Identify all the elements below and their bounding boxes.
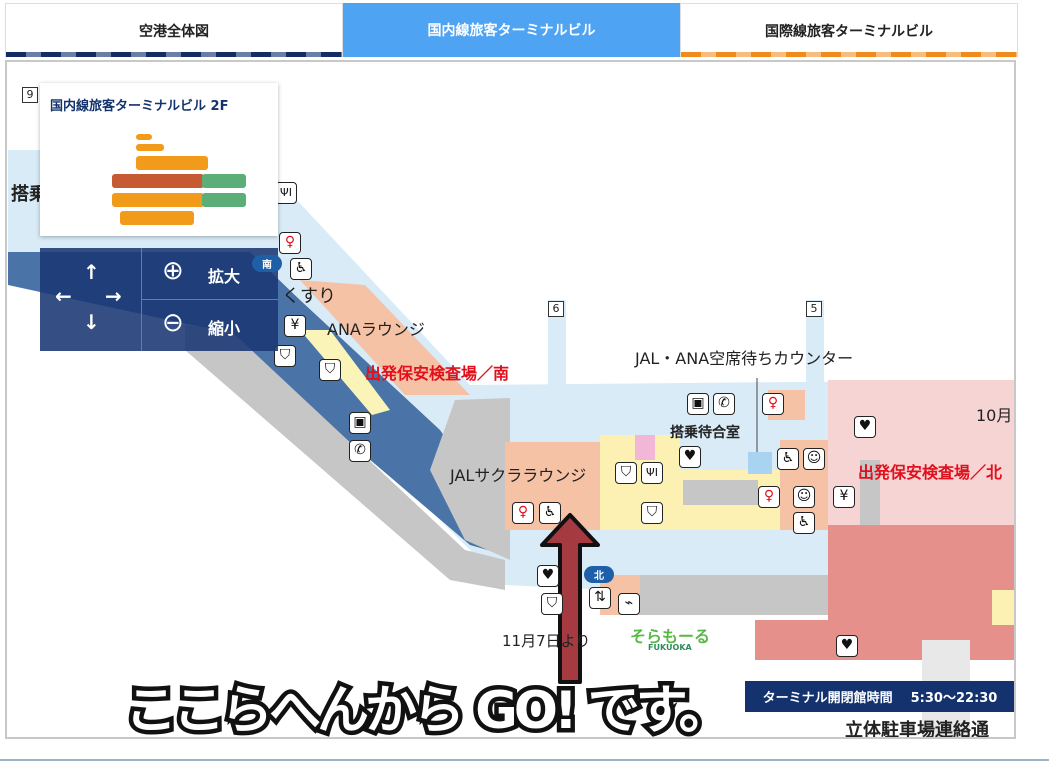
aed-icon[interactable]: ♥ [854, 416, 876, 438]
baby-icon[interactable]: ☺ [793, 486, 815, 508]
hours-label: ターミナル開閉館時間 [762, 691, 893, 706]
pan-down-button[interactable]: ↓ [83, 310, 100, 334]
floor-bar-2-intl[interactable] [202, 174, 246, 188]
security-south-label: 出発保安検査場／南 [365, 364, 510, 383]
october-label: 10月 [976, 406, 1013, 425]
wheelchair-icon[interactable]: ♿ [539, 502, 561, 524]
security-north-label: 出発保安検査場／北 [858, 463, 1003, 482]
outer-walkway [185, 325, 505, 590]
restroom-icon[interactable]: ♀ [762, 393, 784, 415]
parking-connection-label: 立体駐車場連絡通 [845, 720, 989, 739]
waiting-room-label: 搭乗待合室 [670, 425, 740, 441]
zoom-out-icon: ⊖ [162, 308, 184, 338]
atm-icon[interactable]: ¥ [284, 315, 306, 337]
gray-block [430, 398, 510, 560]
zoom-in-label: 拡大 [208, 267, 241, 286]
nov7-label: 11月7日より [502, 632, 591, 650]
wheelchair-icon[interactable]: ♿ [777, 448, 799, 470]
aed-icon[interactable]: ♥ [537, 565, 559, 587]
tab-domestic-terminal[interactable]: 国内線旅客ターミナルビル [343, 3, 680, 57]
restaurant-icon[interactable]: ΨI [641, 462, 663, 484]
floor-bar-b1[interactable] [120, 211, 194, 225]
atm-icon[interactable]: ¥ [833, 486, 855, 508]
jal-lounge-area [505, 442, 610, 502]
female-icon: ♀ [763, 488, 775, 504]
pan-right-button[interactable]: → [105, 284, 122, 308]
north-badge: 北 [584, 566, 614, 583]
aed-icon[interactable]: ♥ [679, 446, 701, 468]
tab-stripe [681, 52, 1017, 57]
up-arrow [540, 513, 600, 684]
jal-lounge-label: JALサクララウンジ [450, 466, 587, 485]
zoom-out-button[interactable]: ⊖ 縮小 [142, 300, 278, 351]
intl-area-pink [828, 380, 1014, 530]
fukuoka-logo: FUKUOKA [648, 643, 692, 652]
female-icon: ♀ [284, 234, 296, 250]
gate-6-bridge [548, 300, 566, 385]
zoom-in-icon: ⊕ [162, 256, 184, 286]
shopping-icon[interactable]: ⛉ [274, 345, 296, 367]
wheelchair-icon[interactable]: ♿ [290, 258, 312, 280]
tab-label: 国際線旅客ターミナルビル [765, 23, 933, 40]
female-icon: ♀ [517, 504, 529, 520]
yellow-strip [300, 330, 390, 415]
floor-bar-3[interactable] [136, 156, 208, 170]
restaurant-icon[interactable]: ΨI [275, 182, 297, 204]
shopping-icon[interactable]: ⛉ [541, 593, 563, 615]
terminal-hours-banner: ターミナル開閉館時間 5:30〜22:30 [745, 681, 1014, 712]
tab-stripe [6, 52, 342, 57]
boarding-label: 搭乗 [11, 184, 47, 205]
soramall-logo: そらもーる [630, 627, 711, 646]
floor-map[interactable]: 9 6 5 搭乗 くすり ANAラウンジ 出発保安検査場／南 JAL・ANA空席… [5, 60, 1016, 739]
zoom-out-label: 縮小 [208, 319, 241, 338]
map-controls: ↑ ← → ↓ ⊕ 拡大 ⊖ 縮小 [40, 248, 278, 351]
shopping-icon[interactable]: ⛉ [319, 359, 341, 381]
gate-5-number: 5 [806, 301, 822, 317]
floor-bar-1[interactable] [112, 193, 204, 207]
pan-up-button[interactable]: ↑ [83, 260, 100, 284]
restroom-icon[interactable]: ♀ [758, 486, 780, 508]
gate-6-number: 6 [548, 301, 564, 317]
bottom-divider [0, 759, 1049, 761]
hours-time: 5:30〜22:30 [910, 691, 998, 706]
restroom-icon[interactable]: ♀ [512, 502, 534, 524]
baby-icon[interactable]: ☺ [803, 448, 825, 470]
tab-international-terminal[interactable]: 国際線旅客ターミナルビル [680, 3, 1018, 57]
gate-5-bridge [806, 300, 824, 385]
bag-icon[interactable]: ▣ [687, 393, 709, 415]
female-icon: ♀ [767, 395, 779, 411]
panel-title: 国内線旅客ターミナルビル 2F [50, 99, 229, 114]
ana-lounge-area [300, 280, 470, 395]
restroom-icon[interactable]: ♀ [279, 232, 301, 254]
standby-counter-label: JAL・ANA空席待ちカウンター [635, 349, 854, 368]
wheelchair-icon[interactable]: ♿ [793, 512, 815, 534]
pan-left-button[interactable]: ← [55, 284, 72, 308]
zoom-in-button[interactable]: ⊕ 拡大 [142, 248, 278, 299]
elevator-icon[interactable]: ⇅ [589, 587, 611, 609]
overlay-caption: ここらへんから GO! です。 [121, 677, 736, 739]
gate-9-number: 9 [22, 87, 38, 103]
floor-bar-4[interactable] [136, 144, 164, 151]
bag-icon[interactable]: ▣ [349, 412, 371, 434]
ana-lounge-label: ANAラウンジ [327, 320, 425, 339]
phone-icon[interactable]: ✆ [713, 393, 735, 415]
tab-label: 空港全体図 [139, 23, 209, 40]
floor-selector-panel: 国内線旅客ターミナルビル 2F [40, 83, 278, 236]
south-badge: 南 [252, 255, 282, 272]
floor-bar-5[interactable] [136, 134, 152, 140]
tab-airport-overview[interactable]: 空港全体図 [5, 3, 343, 57]
pharmacy-label: くすり [282, 286, 336, 307]
floor-bar-2-current[interactable] [112, 174, 204, 188]
shopping-icon[interactable]: ⛉ [641, 502, 663, 524]
smoking-icon[interactable]: ⌁ [618, 593, 640, 615]
shopping-icon[interactable]: ⛉ [615, 462, 637, 484]
tab-label: 国内線旅客ターミナルビル [427, 23, 596, 39]
phone-icon[interactable]: ✆ [349, 440, 371, 462]
floor-bar-1-intl[interactable] [202, 193, 246, 207]
aed-icon[interactable]: ♥ [836, 635, 858, 657]
